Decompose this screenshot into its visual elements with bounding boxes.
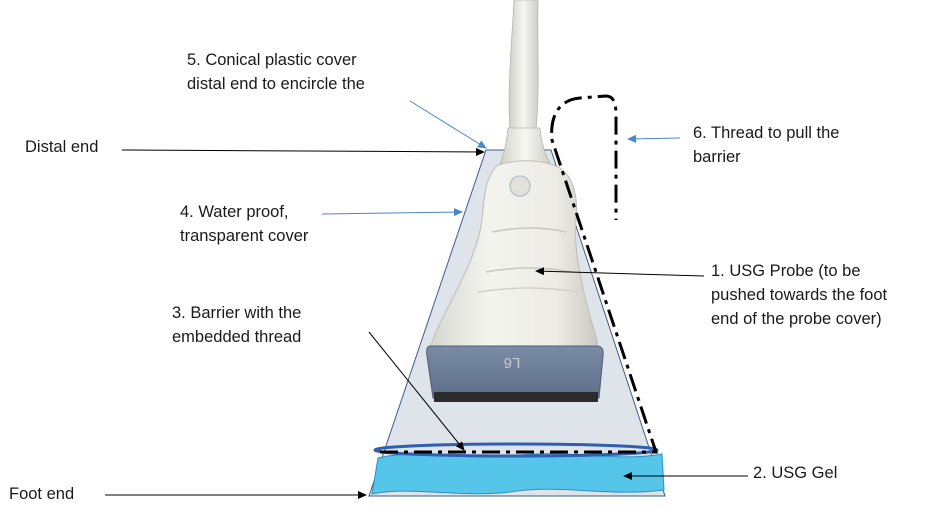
barrier-ellipse bbox=[373, 442, 659, 458]
barrier-label-line: embedded thread bbox=[172, 328, 302, 346]
probe-grip-ridge bbox=[477, 287, 579, 293]
conical-cover-label-line: distal end to encircle the bbox=[187, 75, 365, 93]
thread-label: 6. Thread to pull the barrier bbox=[693, 122, 839, 168]
probe-face bbox=[434, 392, 598, 402]
barrier-label-line: 3. Barrier with the bbox=[172, 304, 302, 322]
probe-marking: L6 bbox=[504, 354, 521, 371]
thread-line bbox=[380, 94, 659, 454]
conical-cover-arrow bbox=[409, 100, 487, 149]
usg-probe-label-line: 1. USG Probe (to be bbox=[711, 262, 861, 280]
waterproof-cover-label: 4. Water proof, transparent cover bbox=[180, 201, 308, 247]
waterproof-cover-arrow bbox=[321, 208, 463, 217]
usg-gel bbox=[371, 453, 665, 495]
conical-cover-label: 5. Conical plastic cover distal end to e… bbox=[187, 49, 365, 95]
distal-end-label: Distal end bbox=[25, 138, 99, 156]
usg-probe-label-line: pushed towards the foot bbox=[711, 286, 888, 304]
distal-end-arrow bbox=[121, 147, 485, 156]
thread-label-line: 6. Thread to pull the bbox=[693, 124, 840, 142]
usg-probe-label: 1. USG Probe (to be pushed towards the f… bbox=[711, 260, 887, 330]
usg-probe-head bbox=[426, 345, 604, 399]
probe-cable bbox=[508, 0, 539, 131]
thread-label-line: barrier bbox=[693, 148, 741, 166]
barrier-label: 3. Barrier with the embedded thread bbox=[172, 302, 301, 348]
probe-grip-ridge bbox=[491, 227, 567, 233]
thread-arrow bbox=[627, 134, 681, 143]
usg-gel-label: 2. USG Gel bbox=[753, 464, 838, 482]
conical-cover-label-line: 5. Conical plastic cover bbox=[187, 51, 357, 69]
usg-probe-label-line: end of the probe cover) bbox=[711, 310, 882, 328]
probe-grip-ridge bbox=[485, 267, 573, 273]
probe-logo-icon bbox=[509, 175, 531, 197]
usg-probe-arrow bbox=[535, 267, 705, 277]
barrier-arrow bbox=[368, 331, 465, 451]
waterproof-cover-label-line: transparent cover bbox=[180, 227, 309, 245]
foot-end-label: Foot end bbox=[9, 485, 75, 503]
waterproof-cover-label-line: 4. Water proof, bbox=[180, 203, 289, 221]
